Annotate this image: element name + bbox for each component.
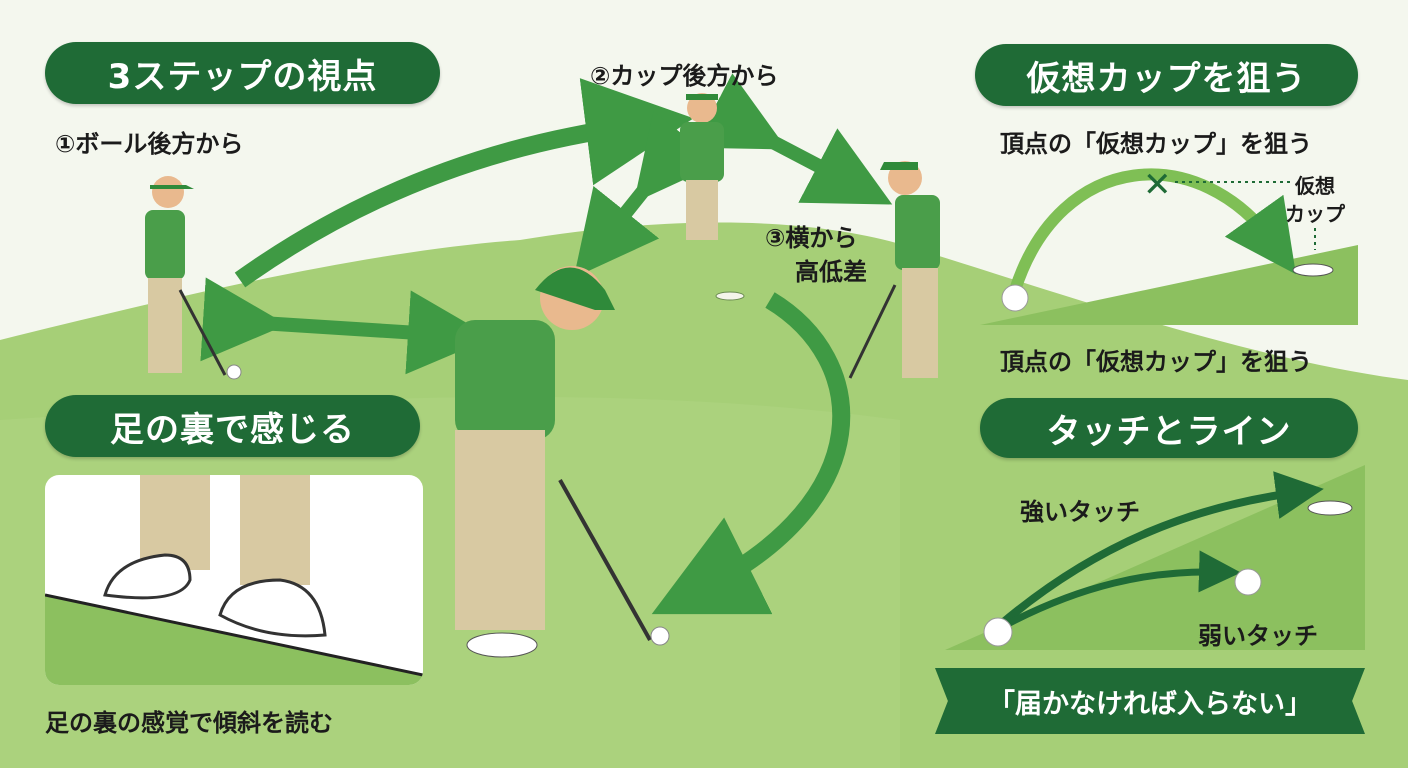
virtual-cup-title: 仮想カップを狙う [975, 44, 1358, 106]
feet-title: 足の裏で感じる [45, 395, 420, 457]
step3-label-line1: ③横から [765, 224, 858, 252]
cup-hole [715, 291, 745, 301]
golfer-behind-cup [680, 93, 724, 240]
virtual-cup-caption-top: 頂点の「仮想カップ」を狙う [1000, 130, 1312, 158]
steps-title: 3ステップの視点 [45, 42, 440, 104]
weak-touch-label: 弱いタッチ [1198, 622, 1318, 650]
step2-label: ②カップ後方から [590, 62, 779, 90]
step3-label-line2: 高低差 [795, 258, 867, 286]
golfer-side-view [848, 161, 940, 379]
golfer-behind-ball [145, 176, 242, 380]
feet-illustration [45, 475, 423, 685]
virtual-cup-marker-line1: 仮想 [1295, 174, 1335, 198]
arrow-double-1 [200, 277, 492, 375]
virtual-cup-diagram: ✕ [980, 165, 1358, 325]
cup-hole [1292, 263, 1334, 277]
virtual-cup-marker-line2: カップ [1285, 202, 1345, 226]
x-mark: ✕ [1143, 165, 1172, 205]
virtual-cup-caption-bottom: 頂点の「仮想カップ」を狙う [1000, 348, 1312, 376]
step1-label: ①ボール後方から [55, 130, 244, 158]
feet-panel [45, 475, 423, 685]
arrow-double-3 [693, 73, 893, 205]
putt-line-arrow [651, 292, 851, 615]
arrow-double-2 [573, 110, 720, 278]
touch-title: タッチとライン [980, 398, 1358, 458]
strong-touch-label: 強いタッチ [1020, 498, 1140, 526]
golf-ball [1001, 284, 1029, 312]
golfer-main [455, 266, 670, 658]
feet-caption: 足の裏の感覚で傾斜を読む [45, 709, 333, 737]
touch-diagram [945, 465, 1365, 650]
motto-banner: 「届かなければ入らない」 [935, 668, 1365, 734]
